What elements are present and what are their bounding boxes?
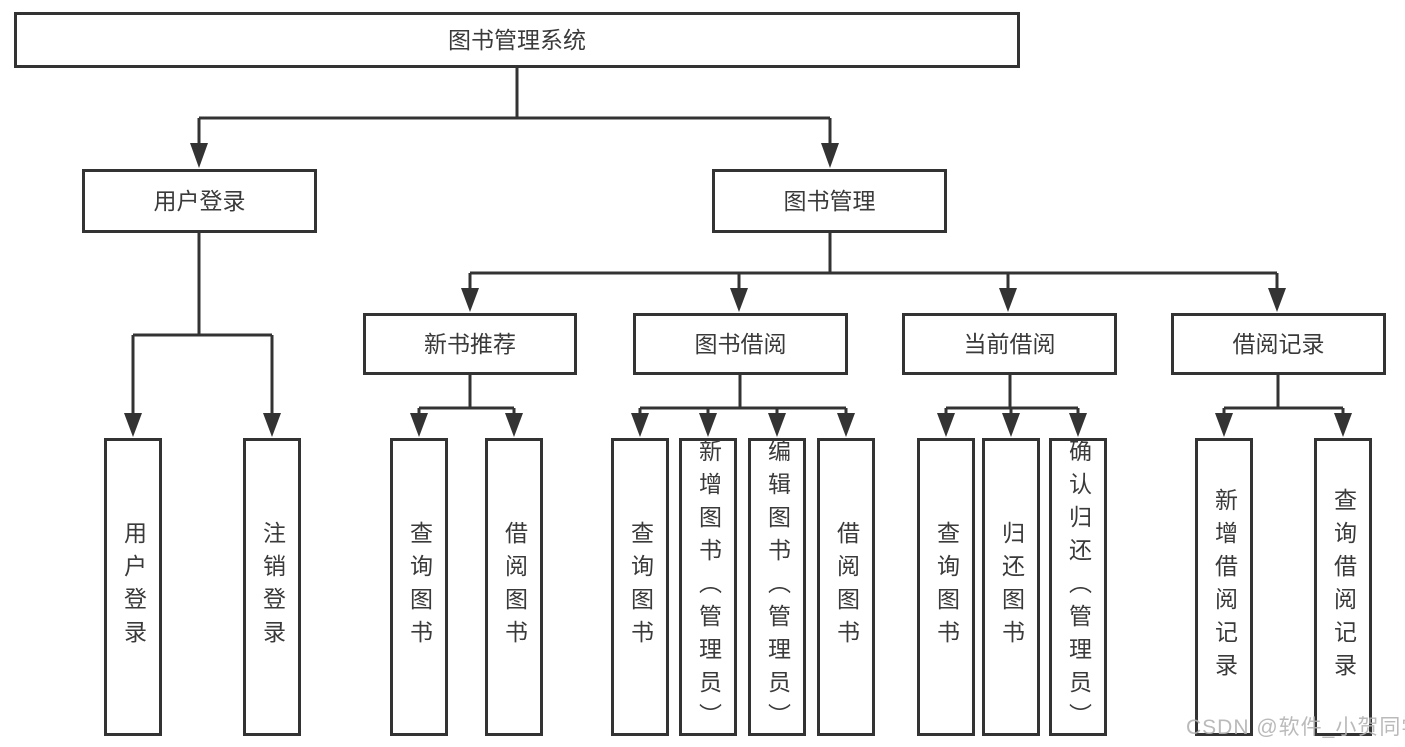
leaf-query-borrow-record: 查询借阅记录 (1314, 438, 1372, 736)
node-book-borrowing: 图书借阅 (633, 313, 848, 375)
node-current-borrowing: 当前借阅 (902, 313, 1117, 375)
node-new-book-recommendation: 新书推荐 (363, 313, 577, 375)
leaf-return-book: 归还图书 (982, 438, 1040, 736)
node-borrowing-records: 借阅记录 (1171, 313, 1386, 375)
node-user-login: 用户登录 (82, 169, 317, 233)
leaf-query-books-current: 查询图书 (917, 438, 975, 736)
leaf-logout: 注销登录 (243, 438, 301, 736)
leaf-user-login: 用户登录 (104, 438, 162, 736)
leaf-borrow-books: 借阅图书 (817, 438, 875, 736)
leaf-query-books-recommend: 查询图书 (390, 438, 448, 736)
node-library-management-system: 图书管理系统 (14, 12, 1020, 68)
leaf-edit-book-admin: 编辑图书（管理员） (748, 438, 806, 736)
csdn-watermark: CSDN @软件_小贺同学 (1186, 716, 1405, 739)
leaf-query-books-borrow: 查询图书 (611, 438, 669, 736)
leaf-add-book-admin: 新增图书（管理员） (679, 438, 737, 736)
leaf-confirm-return-admin: 确认归还（管理员） (1049, 438, 1107, 736)
node-book-management: 图书管理 (712, 169, 947, 233)
leaf-borrow-books-recommend: 借阅图书 (485, 438, 543, 736)
leaf-add-borrow-record: 新增借阅记录 (1195, 438, 1253, 736)
